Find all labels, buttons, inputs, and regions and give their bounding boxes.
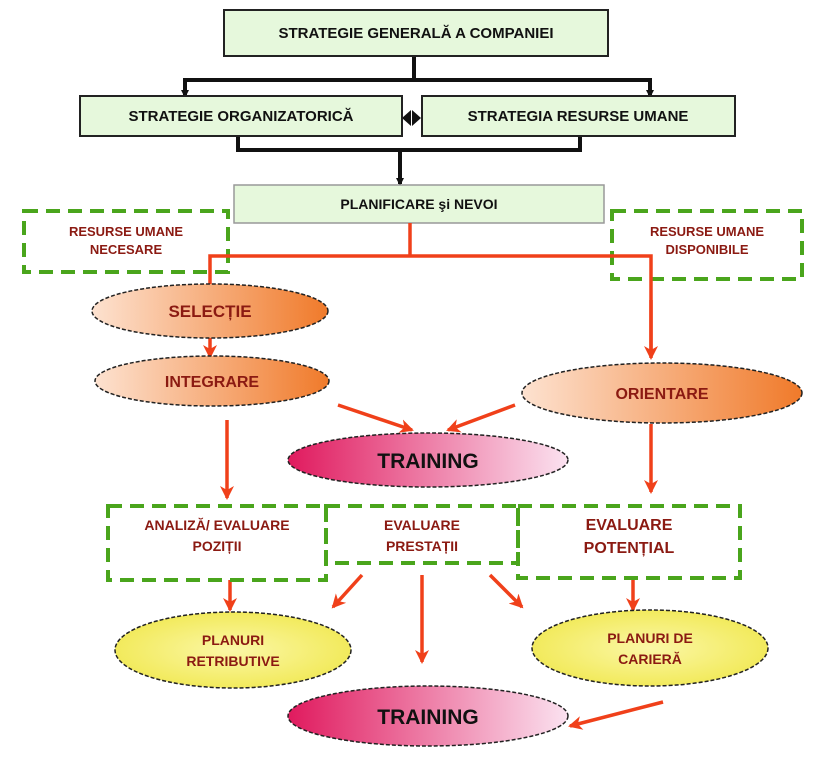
box-hr-needed: RESURSE UMANE NECESARE [22, 209, 230, 274]
svg-text:RETRIBUTIVE: RETRIBUTIVE [186, 653, 279, 669]
box-eval-potential: EVALUARE POTENȚIAL [516, 504, 742, 580]
black-connectors [181, 56, 654, 186]
node-pay-plans: PLANURI RETRIBUTIVE [114, 611, 352, 689]
node-career-plans: PLANURI DE CARIERĂ [531, 609, 769, 687]
svg-text:STRATEGIA RESURSE UMANE: STRATEGIA RESURSE UMANE [468, 108, 689, 125]
svg-text:PLANURI: PLANURI [202, 632, 264, 648]
svg-text:SELECȚIE: SELECȚIE [168, 302, 251, 321]
svg-text:RESURSE UMANE: RESURSE UMANE [69, 224, 183, 239]
svg-text:POTENȚIAL: POTENȚIAL [584, 540, 675, 557]
svg-text:INTEGRARE: INTEGRARE [165, 374, 260, 391]
svg-text:NECESARE: NECESARE [90, 242, 163, 257]
svg-text:DISPONIBILE: DISPONIBILE [665, 242, 748, 257]
svg-text:TRAINING: TRAINING [377, 706, 479, 729]
svg-text:CARIERĂ: CARIERĂ [618, 651, 682, 667]
box-strategy-organizational: STRATEGIE ORGANIZATORICĂ [79, 95, 403, 137]
box-hr-available: RESURSE UMANE DISPONIBILE [610, 209, 804, 281]
node-training-1: TRAINING [287, 432, 569, 488]
svg-text:PLANIFICARE şi NEVOI: PLANIFICARE şi NEVOI [340, 196, 497, 212]
node-selectie: SELECȚIE [91, 283, 329, 339]
svg-text:RESURSE UMANE: RESURSE UMANE [650, 224, 764, 239]
box-strategy-general: STRATEGIE GENERALĂ A COMPANIEI [223, 9, 609, 57]
node-integrare: INTEGRARE [94, 355, 330, 407]
svg-text:STRATEGIE GENERALĂ A COMPANIEI: STRATEGIE GENERALĂ A COMPANIEI [278, 25, 553, 42]
svg-text:ANALIZĂ/ EVALUARE: ANALIZĂ/ EVALUARE [144, 517, 289, 533]
svg-text:PLANURI DE: PLANURI DE [607, 630, 693, 646]
box-eval-positions: ANALIZĂ/ EVALUARE POZIȚII [106, 504, 328, 582]
double-arrow-icon [402, 110, 421, 126]
box-eval-performance: EVALUARE PRESTAȚII [324, 504, 520, 565]
node-training-2: TRAINING [287, 685, 569, 747]
svg-text:POZIȚII: POZIȚII [193, 538, 242, 554]
svg-text:TRAINING: TRAINING [377, 450, 479, 473]
svg-text:PRESTAȚII: PRESTAȚII [386, 538, 458, 554]
svg-text:STRATEGIE ORGANIZATORICĂ: STRATEGIE ORGANIZATORICĂ [129, 108, 354, 125]
red-connectors [203, 223, 664, 730]
box-strategy-hr: STRATEGIA RESURSE UMANE [421, 95, 736, 137]
svg-text:EVALUARE: EVALUARE [384, 517, 460, 533]
svg-text:ORIENTARE: ORIENTARE [615, 386, 708, 403]
svg-text:EVALUARE: EVALUARE [586, 517, 673, 534]
node-orientare: ORIENTARE [521, 362, 803, 424]
box-planning-needs: PLANIFICARE şi NEVOI [233, 184, 605, 224]
